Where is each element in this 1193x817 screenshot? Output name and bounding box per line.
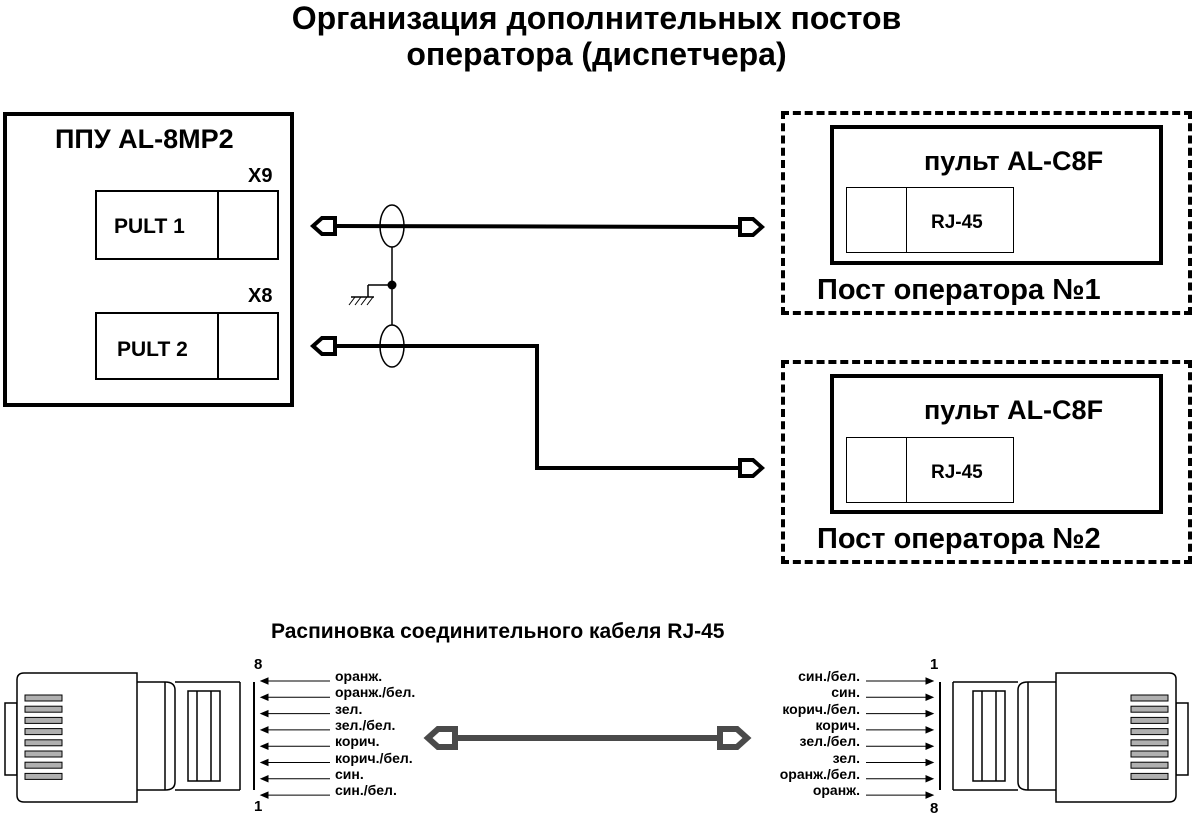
right-wire-arrowhead — [925, 758, 935, 767]
diagram-title-line1: Организация дополнительных постов — [291, 0, 902, 36]
ppu-unit-box — [3, 112, 294, 407]
right-wire-arrowhead — [925, 677, 935, 685]
right-pin-bottom-number: 8 — [930, 800, 939, 817]
right-wire-label: син./бел. — [798, 668, 860, 684]
console-1-rj45-divider — [906, 188, 907, 252]
left-wire-label: корич./бел. — [335, 749, 413, 766]
left-wire-label: зел./бел. — [335, 716, 396, 733]
console-2-rj45-port — [846, 437, 1014, 503]
pinout-title: Распиновка соединительного кабеля RJ-45 — [271, 620, 725, 643]
right-wire-label: зел./бел. — [799, 733, 860, 750]
left-wire-arrowhead — [259, 742, 269, 750]
rj45-right-pin — [1130, 694, 1169, 702]
rj45-right-pin — [1130, 705, 1169, 713]
rj45-right-pin — [1130, 716, 1169, 724]
pult2-connector-divider — [217, 314, 219, 378]
rj45-right-pin — [1130, 739, 1169, 747]
cable-1-start-arrow — [309, 216, 337, 236]
left-wire-arrowhead — [259, 791, 269, 799]
rj45-cable — [423, 726, 752, 750]
pult1-connector-divider — [217, 192, 219, 258]
console-2-rj45-divider — [906, 438, 907, 502]
operator-post-1 — [781, 111, 1192, 315]
console-1-box — [830, 125, 1163, 265]
rj45-right-pin — [1130, 728, 1169, 736]
left-wire-arrowhead — [259, 677, 269, 685]
console-2-label: пульт AL-C8F — [924, 395, 1104, 425]
right-wire-label: зел. — [832, 749, 860, 766]
cable-pult2-to-post2 — [309, 336, 766, 478]
right-wire-arrowhead — [925, 726, 935, 734]
right-wire-label: оранж. — [812, 782, 860, 799]
right-pin-top-number: 1 — [930, 656, 939, 673]
rj45-left-pin — [24, 761, 63, 769]
cable-2-start-arrow — [309, 336, 337, 356]
ppu-unit-label: ППУ AL-8MP2 — [55, 124, 234, 154]
cable-pult1-to-post1 — [309, 216, 766, 237]
cable-1-line — [334, 224, 741, 229]
right-wire-label: корич./бел. — [782, 700, 860, 717]
cable-1-end-arrow — [738, 217, 766, 237]
pult2-connector — [95, 312, 279, 380]
rj45-right-pin — [1130, 772, 1169, 780]
left-wire-label: зел. — [335, 700, 363, 717]
right-wire-label: син. — [831, 684, 860, 701]
console-1-rj45-label: RJ-45 — [931, 212, 983, 233]
rj45-right-pin — [1130, 750, 1169, 758]
cable-2-line — [335, 344, 740, 470]
rj45-cable-left-end — [423, 726, 458, 750]
left-pin-top-number: 8 — [254, 656, 263, 673]
rj45-cable-right-end — [717, 726, 752, 750]
console-1-rj45-port — [846, 187, 1014, 253]
right-wire-label: оранж./бел. — [779, 765, 860, 782]
pult1-label: PULT 1 — [114, 215, 185, 238]
left-wire-arrowhead — [259, 726, 269, 734]
right-wire-arrowhead — [925, 742, 935, 750]
rj45-plug-left — [4, 672, 255, 803]
cable-2-end-arrow — [738, 458, 766, 478]
right-wire-arrowhead — [925, 775, 935, 783]
console-2-rj45-label: RJ-45 — [931, 462, 983, 483]
right-wire-arrowhead — [925, 791, 935, 799]
rj45-left-pin — [24, 694, 63, 702]
operator-post-2 — [781, 360, 1192, 564]
operator-post-2-label: Пост оператора №2 — [817, 523, 1101, 555]
right-wire-arrowhead — [925, 693, 935, 702]
rj45-left-pin — [24, 750, 63, 758]
left-wire-arrowhead — [259, 758, 269, 767]
left-wire-label: син./бел. — [335, 782, 397, 799]
left-wire-label: син. — [335, 765, 364, 782]
left-wire-label: оранж./бел. — [335, 684, 416, 701]
right-wire-label: корич. — [815, 716, 860, 733]
rj45-left-pin — [24, 772, 63, 780]
rj45-left-pin — [24, 705, 63, 713]
connector-x9-label: X9 — [248, 165, 273, 187]
cable-shield-ground — [348, 204, 405, 368]
pult2-label: PULT 2 — [117, 338, 188, 361]
pult1-connector — [95, 190, 279, 260]
connector-x8-label: X8 — [248, 285, 273, 307]
console-1-label: пульт AL-C8F — [924, 146, 1104, 176]
left-wire-label: оранж. — [335, 668, 383, 684]
left-wire-arrowhead — [259, 709, 269, 718]
console-2-box — [830, 374, 1163, 514]
diagram-title-line2: оператора (диспетчера) — [406, 36, 787, 72]
left-pin-bottom-number: 1 — [254, 798, 263, 815]
rj45-right-pin — [1130, 761, 1169, 769]
rj45-left-pin — [24, 728, 63, 736]
rj45-left-pin — [24, 716, 63, 724]
right-wire-arrowhead — [925, 709, 935, 718]
left-wire-label: корич. — [335, 733, 380, 750]
rj45-left-pin — [24, 739, 63, 747]
operator-post-1-label: Пост оператора №1 — [817, 274, 1101, 306]
left-wire-arrowhead — [259, 693, 269, 702]
left-wire-arrowhead — [259, 775, 269, 783]
rj45-plug-right — [939, 672, 1189, 803]
